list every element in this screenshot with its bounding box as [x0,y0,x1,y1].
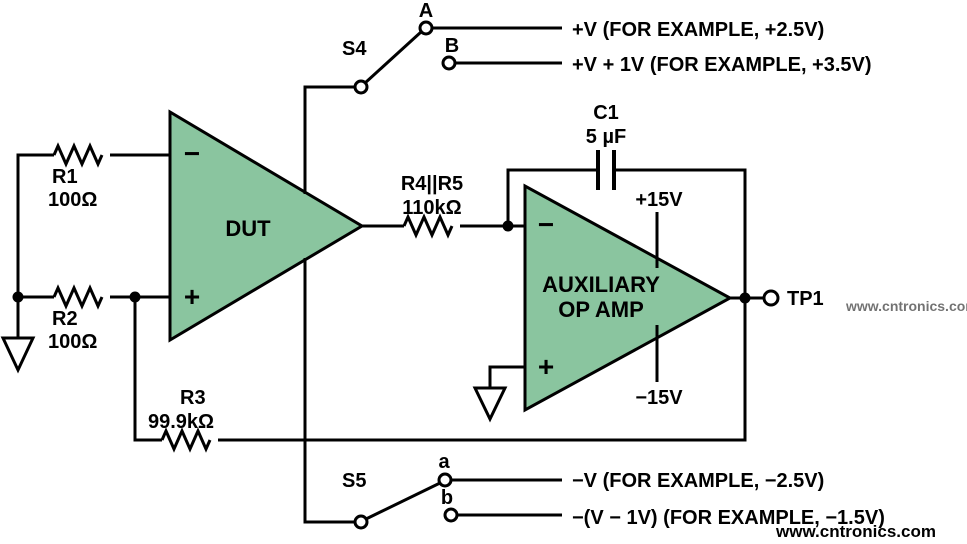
aux-label-line1: AUXILIARY [542,272,660,297]
wire-feedback-to-output [218,168,747,442]
ground-symbol-aux [472,386,508,423]
dut-inverting-input-sign: − [184,138,200,169]
r4r5-value: 110kΩ [402,197,461,219]
r3-value: 99.9kΩ [148,411,214,433]
s5-label: S5 [342,470,366,492]
wire-left-rail [16,153,54,338]
resistor-r3 [160,427,212,453]
tp1-label: TP1 [787,288,824,310]
dut-label: DUT [225,216,271,241]
aux-opamp-body [523,183,734,413]
switch-s5-throw-a-terminal [437,472,453,488]
wire-dut-pos-supply [303,85,355,194]
junction-dot-left-rail [12,291,24,303]
switch-s5-throw-b-terminal [443,507,459,523]
junction-dot-output [739,292,751,304]
s4-throw-a-text: +V (FOR EXAMPLE, +2.5V) [572,19,824,41]
r1-value: 100Ω [48,189,97,211]
junction-dot-noninverting [129,291,141,303]
aux-negative-supply-label: −15V [635,387,683,409]
switch-s4-pole-terminal [353,79,369,95]
switch-s4-arm [363,30,423,85]
s5-throw-b-text: −(V − 1V) (FOR EXAMPLE, −1.5V) [572,507,885,529]
watermark-mid: www.cntronics.com [845,298,967,314]
dut-opamp-body [168,109,365,343]
s5-throw-b-label: b [441,487,453,509]
wire-aux-noninverting-to-ground [488,365,525,388]
switch-s5-arm [365,481,441,521]
aux-label-line2: OP AMP [558,297,644,322]
aux-positive-supply-label: +15V [635,189,683,211]
wire-dut-neg-supply [303,258,355,524]
switch-s4-throw-a-terminal [418,20,434,36]
s4-label: S4 [342,38,367,60]
s5-throw-a-label: a [438,451,450,473]
r4r5-name: R4||R5 [401,173,463,195]
dut-noninverting-input-sign: + [184,281,200,312]
s4-throw-a-label: A [419,0,433,22]
r2-name: R2 [52,308,78,330]
r1-name: R1 [52,166,78,188]
r2-value: 100Ω [48,331,97,353]
resistor-r1 [52,142,104,168]
wires [16,26,764,524]
c1-value: 5 µF [586,126,626,148]
aux-inverting-input-sign: − [538,209,554,240]
s4-throw-b-text: +V + 1V (FOR EXAMPLE, +3.5V) [572,54,872,76]
tp1-terminal [762,289,780,307]
ground-symbol-left [0,336,36,374]
c1-name: C1 [593,102,619,124]
wire-c1-left-lead [506,168,598,226]
resistor-r2 [52,284,104,310]
resistor-r4r5 [402,213,454,239]
watermark-bottom: www.cntronics.com [775,522,936,541]
r3-name: R3 [180,387,206,409]
aux-noninverting-input-sign: + [538,351,554,382]
switch-s5-pole-terminal [353,514,369,530]
s5-throw-a-text: −V (FOR EXAMPLE, −2.5V) [572,470,824,492]
junction-dot-aux-inverting [502,220,514,232]
wire-feedback-branch [133,297,162,442]
switch-s4-throw-b-terminal [441,55,457,71]
s4-throw-b-label: B [445,35,459,57]
